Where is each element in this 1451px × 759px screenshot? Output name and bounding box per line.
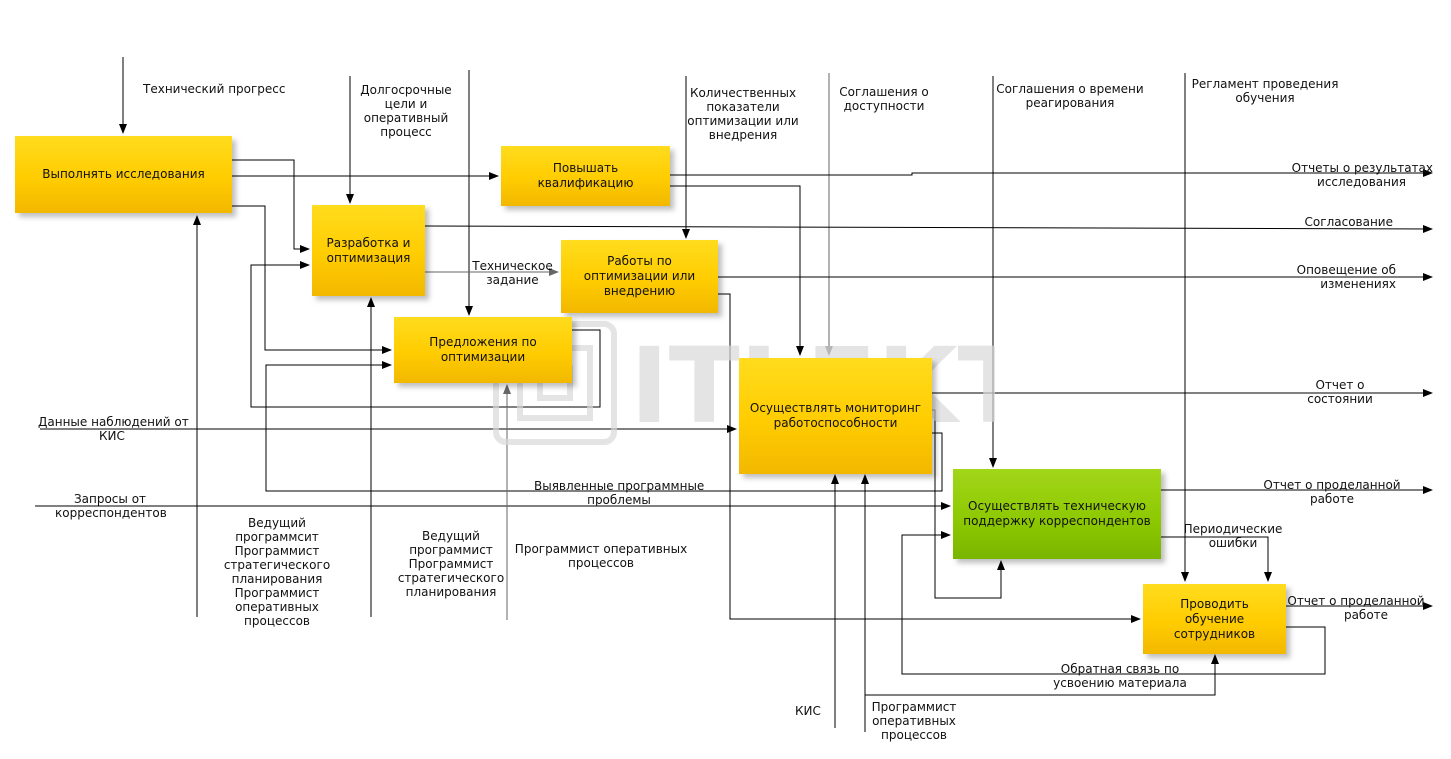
box-proposals-label: Предложения по оптимизации	[429, 335, 537, 364]
box-proposals[interactable]: Предложения по оптимизации	[394, 317, 572, 383]
arrow-periodic-errors	[1161, 536, 1272, 582]
box-development-label: Разработка и оптимизация	[326, 235, 411, 265]
label-mech-kis: КИС	[795, 704, 821, 718]
box-optimization-work-label: Работы по оптимизации или внедрению	[583, 254, 696, 298]
box-research-label: Выполнять исследования	[42, 167, 205, 181]
arrow-work-to-training	[718, 293, 1141, 623]
box-training-label: Проводить обучение сотрудников	[1173, 596, 1256, 641]
arrow-found-problems	[265, 361, 943, 492]
arrow-qual-to-monitor	[670, 185, 804, 356]
box-qualification[interactable]: Повышать квалификацию	[501, 146, 670, 206]
box-support[interactable]: Осуществлять техническую поддержку корре…	[953, 469, 1161, 559]
box-development[interactable]: Разработка и оптимизация	[312, 205, 425, 296]
arrow-research-to-proposals	[232, 205, 392, 354]
box-monitoring-label: Осуществлять мониторинг работоспособност…	[749, 401, 922, 430]
arrow-research-to-dev	[232, 159, 310, 253]
box-research[interactable]: Выполнять исследования	[15, 136, 232, 213]
label-tech-progress: Технический прогресс	[143, 82, 286, 96]
arrow-approval-out	[424, 224, 1433, 233]
box-monitoring[interactable]: Осуществлять мониторинг работоспособност…	[739, 358, 932, 474]
arrow-monitor-to-support	[932, 409, 1005, 599]
arrow-mech-ops-training	[865, 654, 1219, 696]
box-training[interactable]: Проводить обучение сотрудников	[1143, 584, 1286, 654]
arrow-training-feedback	[901, 531, 1326, 675]
box-support-label: Осуществлять техническую поддержку корре…	[963, 499, 1151, 528]
box-optimization-work[interactable]: Работы по оптимизации или внедрению	[561, 240, 718, 313]
arrow-reports-out	[670, 169, 1433, 177]
box-qualification-label: Повышать квалификацию	[537, 161, 634, 190]
label-out-approval: Согласование	[1304, 215, 1393, 229]
